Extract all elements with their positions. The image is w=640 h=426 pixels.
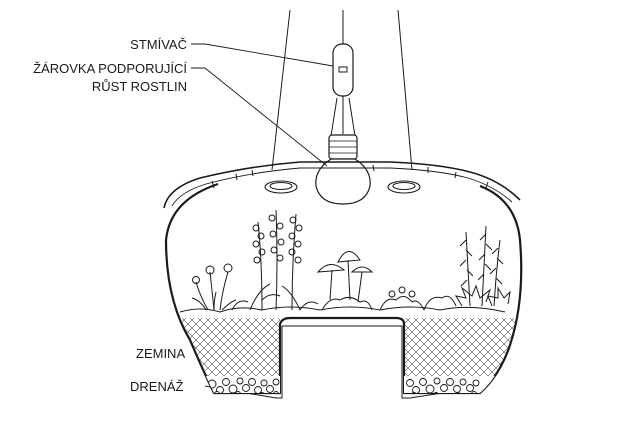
- mushroom-plants: [316, 251, 374, 311]
- foxglove-plant: [249, 209, 303, 311]
- ground-shrubs: [231, 286, 457, 311]
- drainage-layer: [166, 376, 522, 393]
- dimmer-switch: [332, 43, 354, 97]
- label-dimmer: STMÍVAČ: [130, 37, 187, 52]
- label-drainage: DRENÁŽ: [130, 379, 184, 394]
- terrarium-bowl: [163, 161, 523, 399]
- soil-layer: [166, 318, 522, 376]
- label-bulb-line1: ŽÁROVKA PODPORUJÍCÍ: [33, 61, 187, 76]
- label-soil: ZEMINA: [136, 346, 186, 361]
- plants: [191, 209, 511, 311]
- label-bulb-line2: RŮST ROSTLIN: [91, 79, 187, 94]
- fern-plants: [454, 225, 511, 307]
- rim-vent-holes: [264, 180, 421, 194]
- hanging-wires: [271, 9, 413, 171]
- leader-lines: [191, 43, 334, 167]
- daisy-plant: [191, 263, 237, 311]
- ground-line: [179, 306, 506, 313]
- grow-light-bulb: [315, 134, 371, 205]
- rim-segment-marks: [211, 164, 489, 189]
